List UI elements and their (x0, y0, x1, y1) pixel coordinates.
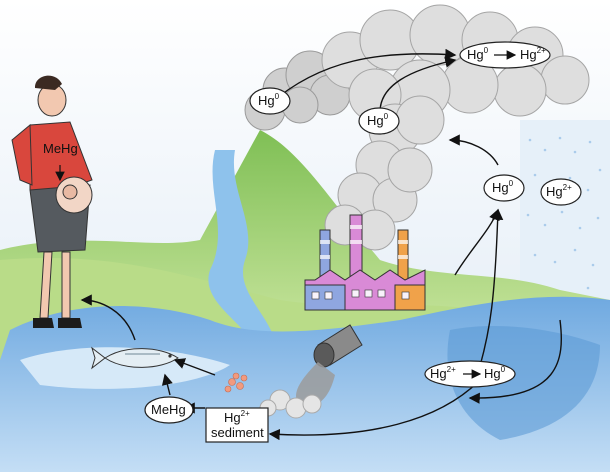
water-reaction-right-label: Hg0 (484, 365, 506, 381)
mother-mehg-label: MeHg (43, 141, 78, 156)
factory (304, 214, 426, 311)
rain-hg2-label: Hg2+ (546, 183, 572, 199)
deep-water (447, 325, 600, 440)
rain-hg2-bubble (540, 178, 582, 206)
cloud-reaction-right-label: Hg2+ (520, 46, 546, 62)
sediment-particles (224, 372, 248, 393)
arrow-rising-hg0-up (448, 134, 499, 166)
fish (91, 346, 179, 370)
arrow-smoke-to-cloud (379, 56, 457, 113)
arrow-rain-to-water (468, 319, 563, 404)
smoke-hg0-label: Hg0 (367, 112, 389, 128)
fish-mehg-bubble (144, 396, 194, 424)
fish-mehg-label: MeHg (151, 402, 186, 417)
flow-arrows (80, 48, 563, 441)
arrow-mehg-to-fish (161, 373, 173, 396)
arrow-volcano-to-cloud (269, 48, 457, 105)
sediment-word-label: sediment (211, 425, 264, 440)
arrow-particles-to-fish (173, 358, 216, 376)
cloud-reaction-left-label: Hg0 (467, 46, 489, 62)
volcano-hg0-label: Hg0 (258, 92, 280, 108)
sediment-hg-label: Hg2+ (224, 409, 250, 425)
arrow-hg0-evasion (479, 208, 504, 367)
river (208, 150, 275, 340)
volcano-smoke (244, 50, 351, 131)
smoke-hg0-bubble (358, 107, 400, 135)
pregnant-woman (11, 75, 93, 328)
sediment-box (205, 407, 269, 443)
rising-hg0-bubble (483, 174, 525, 202)
volcano-hg0-bubble (249, 87, 291, 115)
water-reaction-left-label: Hg2+ (430, 365, 456, 381)
rising-hg0-label: Hg0 (492, 179, 514, 195)
arrow-fish-to-human (80, 294, 136, 341)
arrow-water-to-sediment (268, 379, 481, 441)
